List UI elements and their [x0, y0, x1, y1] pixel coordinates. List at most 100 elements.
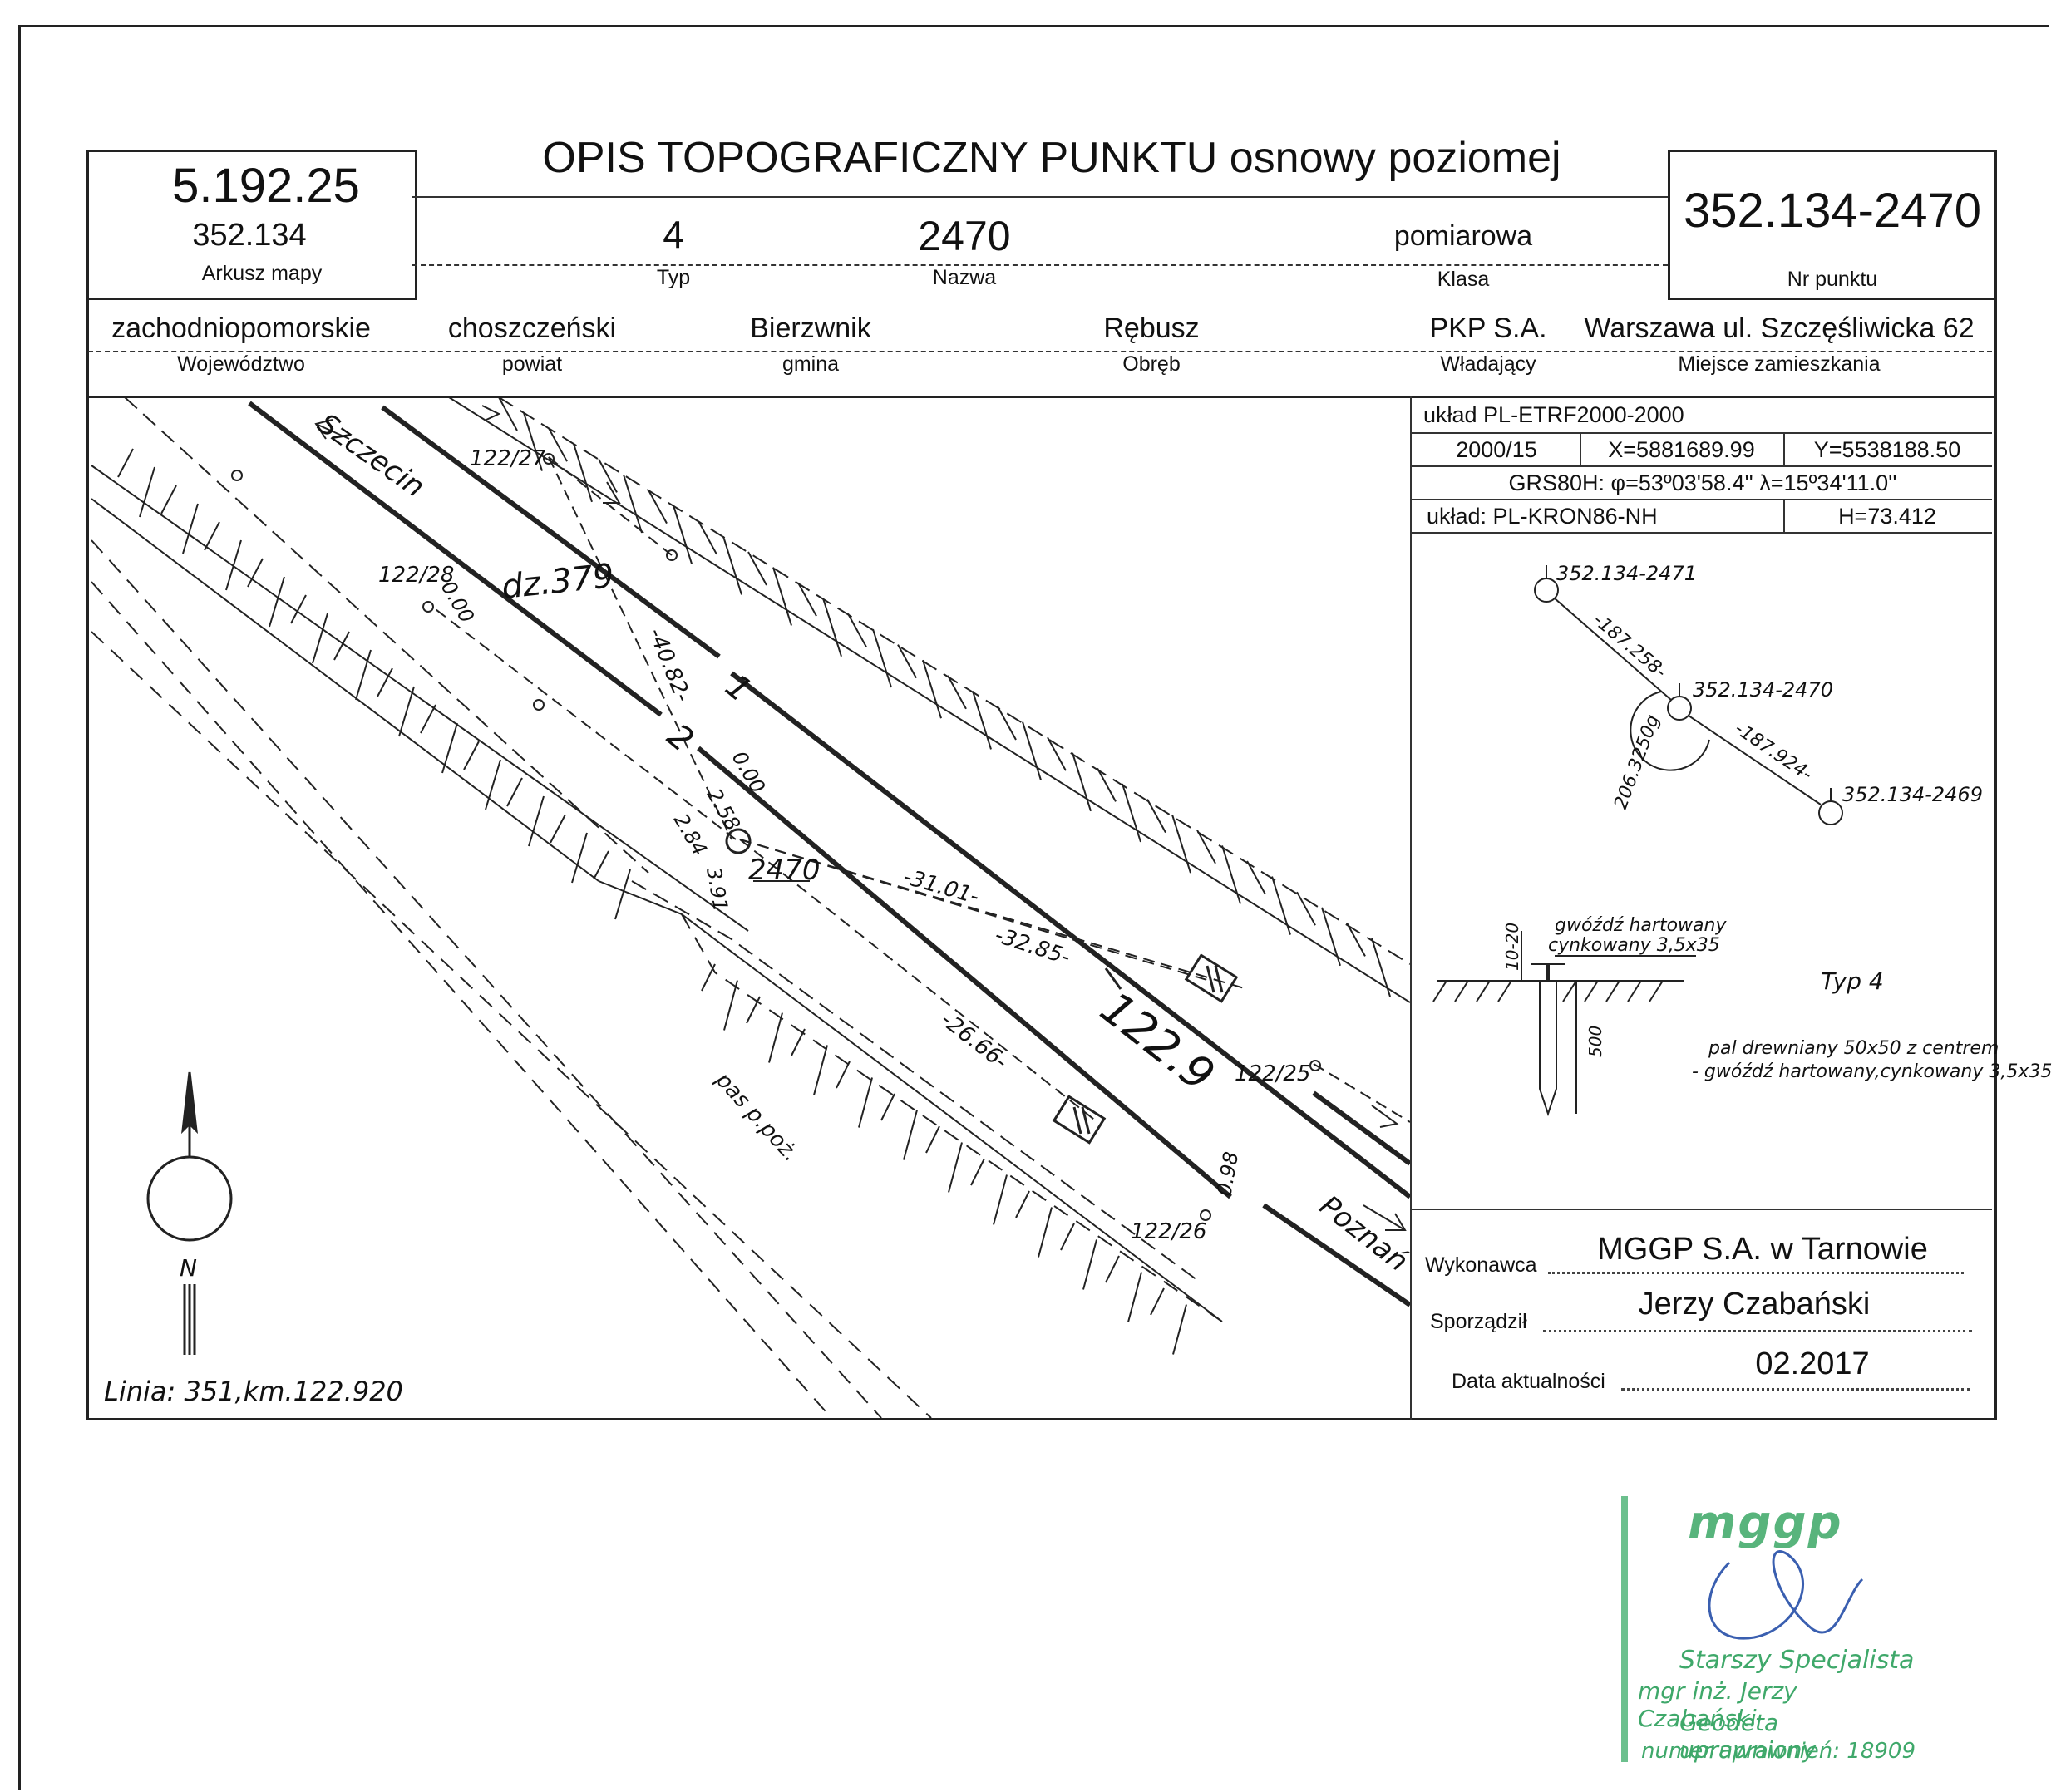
sheet-code: 5.192.25 [172, 159, 360, 213]
sheet-box [86, 150, 417, 300]
hatch-line [528, 795, 545, 847]
hatch-line [1221, 845, 1241, 904]
coord-line-1 [1412, 432, 1992, 434]
marker-type: Typ 4 [1821, 967, 1884, 995]
contractor-dots [1548, 1272, 1964, 1274]
hatch-line [1296, 891, 1316, 926]
footer-top-line [1412, 1209, 1992, 1210]
residence-label: Miejsce zamieszkania [1678, 352, 1881, 376]
hatch-line [1150, 1287, 1165, 1316]
network-p2: 352.134-2470 [1693, 678, 1833, 702]
hatch-line [880, 1093, 895, 1121]
post-line-1: pal drewniany 50x50 z centrem [1708, 1038, 1999, 1059]
hatch-line [1022, 721, 1042, 780]
lower-edges [91, 397, 1223, 1418]
upper-hatching [498, 397, 1391, 997]
depth-value: 500 [1585, 1026, 1605, 1057]
main-divider [1410, 396, 1412, 1420]
hatch-line [922, 659, 942, 719]
hatch-line [947, 675, 967, 710]
hatch-line [797, 582, 817, 617]
hatch-line [772, 567, 792, 626]
hatch-line [1015, 1190, 1030, 1218]
dist-2666: -26.66- [936, 1007, 1013, 1075]
owner-label: Władający [1440, 352, 1536, 376]
hatch-line [269, 576, 285, 628]
stamp-line-1: Starszy Specjalista [1679, 1646, 1915, 1675]
meas-258: 2.58 [703, 785, 745, 834]
class-value: pomiarowa [1393, 220, 1533, 252]
height-value: H=73.412 [1838, 504, 1936, 529]
hatch-line [1105, 1255, 1120, 1283]
hatch-line [398, 686, 415, 737]
approval-stamp: mggp Starszy Specjalista mgr inż. Jerzy … [1621, 1496, 1920, 1770]
hatch-line [925, 1125, 940, 1154]
hatch-line [1171, 814, 1191, 874]
hatch-line [1584, 980, 1599, 1002]
hatch-line [1127, 1272, 1142, 1322]
admin-dash-line [88, 351, 1992, 352]
type-value: 4 [663, 213, 684, 256]
main-point-symbol [725, 828, 752, 854]
hatch-line [1432, 980, 1447, 1002]
hatch-line [903, 1110, 918, 1160]
ref-12226: 122/26 [1131, 1219, 1206, 1244]
contractor-value: MGGP S.A. w Tarnowie [1597, 1232, 1928, 1267]
header-dash-line [412, 264, 1668, 266]
voivodeship-label: Województwo [177, 352, 305, 376]
depth-top: 10-20 [1502, 923, 1522, 971]
hatch-line [377, 667, 393, 697]
class-label: Klasa [1437, 268, 1490, 291]
line-info: Linia: 351,km.122.920 [104, 1376, 403, 1407]
hatch-line [1097, 767, 1117, 802]
hatch-line [1172, 1304, 1187, 1355]
residence-value: Warszawa ul. Szczęśliwicka 62 [1584, 313, 1975, 344]
marker-labels: gwóźdź hartowany cynkowany 3,5x35 10-20 … [1502, 915, 2052, 1082]
dist-3101: -31.01- [900, 864, 982, 910]
direction-arrows [314, 405, 1407, 1231]
hatch-line [1562, 980, 1577, 1002]
hatch-line [993, 1174, 1008, 1225]
hatch-line [550, 814, 566, 844]
network-p1: 352.134-2471 [1556, 562, 1697, 585]
lower-hatching [117, 448, 1187, 1355]
hatch-line [1627, 980, 1642, 1002]
nail-line-1: gwóźdź hartowany [1555, 915, 1727, 936]
hatch-line [1047, 736, 1067, 771]
coord-line-4 [1412, 532, 1992, 534]
meas-284: 2.84 [669, 810, 712, 859]
hatch-line [723, 980, 738, 1031]
hatch-line [847, 613, 867, 647]
hatch-line [1605, 980, 1620, 1002]
hatch-line [312, 613, 328, 664]
coord-system: układ PL-ETRF2000-2000 [1423, 402, 1684, 427]
contractor-label: Wykonawca [1425, 1253, 1537, 1277]
dist-4082: -40.82- [643, 624, 696, 706]
hatch-line [571, 832, 588, 884]
hatch-line [648, 490, 668, 524]
hatch-line [972, 691, 992, 750]
stamp-line-2: mgr inż. Jerzy Czabański [1638, 1677, 1797, 1732]
county-label: powiat [501, 352, 563, 376]
sheet-number: 352.134 [192, 218, 307, 253]
coord-sep-3 [1783, 499, 1785, 532]
hatch-line [897, 644, 917, 679]
main-frame [86, 396, 1997, 1420]
point-number-box [1668, 150, 1997, 300]
hatch-line [333, 631, 350, 661]
hatch-line [614, 869, 631, 920]
marker-drawing [1432, 931, 1696, 1117]
hatch-line [822, 598, 842, 657]
name-label: Nazwa [932, 266, 997, 289]
admin-row-frame [86, 298, 1997, 398]
coord-grs: GRS80H: φ=53º03'58.4'' λ=15º34'11.0'' [1508, 470, 1897, 495]
date-value: 02.2017 [1755, 1346, 1870, 1381]
hatch-line [768, 1012, 783, 1063]
reference-points [231, 453, 1321, 1221]
hatch-line [1038, 1207, 1053, 1258]
network-labels: 352.134-2471 352.134-2470 352.134-2469 -… [1556, 562, 1983, 812]
coord-sep-2 [1783, 432, 1785, 465]
meas-391: 3.91 [702, 865, 732, 913]
meas-098: 0.98 [1212, 1150, 1243, 1198]
